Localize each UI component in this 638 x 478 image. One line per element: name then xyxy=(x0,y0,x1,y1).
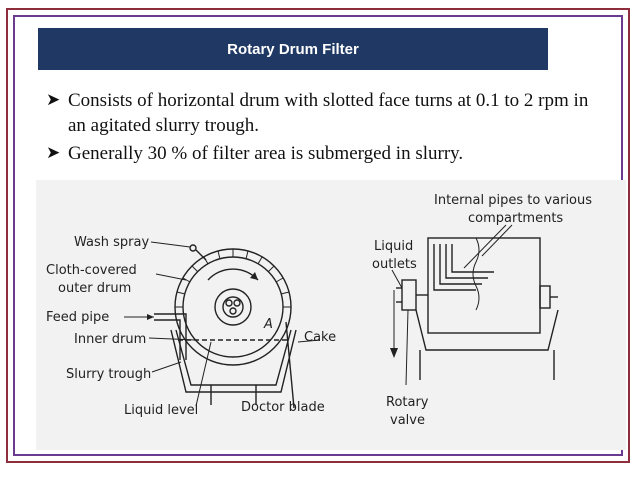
cross-section-diagram xyxy=(124,241,321,409)
label-wash-spray: Wash spray xyxy=(74,235,149,250)
slurry-trough-outer xyxy=(170,329,297,393)
slide-title-bar: Rotary Drum Filter xyxy=(38,28,548,70)
drum-body-shape xyxy=(427,237,541,334)
label-outlets: outlets xyxy=(372,257,417,272)
label-rotary: Rotary xyxy=(386,395,429,410)
bullet-item: ➤ Consists of horizontal drum with slott… xyxy=(46,88,606,138)
trough-base-shape xyxy=(415,309,559,351)
arrow-bullet-icon: ➤ xyxy=(46,143,61,163)
rotary-valve-shape xyxy=(401,279,417,311)
slide-outer-border xyxy=(6,8,630,463)
drum-filter-figure: Wash spray Cloth-covered outer drum Feed… xyxy=(36,180,626,450)
label-valve: valve xyxy=(390,413,425,428)
label-compartments: compartments xyxy=(468,211,563,226)
label-inner-drum: Inner drum xyxy=(74,332,146,347)
label-cake: Cake xyxy=(304,330,336,345)
slurry-trough-shape xyxy=(175,329,292,386)
drum-filter-diagram: Wash spray Cloth-covered outer drum Feed… xyxy=(46,193,592,428)
slide-title: Rotary Drum Filter xyxy=(227,40,359,58)
bullet-item: ➤ Generally 30 % of filter area is subme… xyxy=(46,141,606,166)
inner-drum-hub xyxy=(214,288,252,326)
label-point-a: A xyxy=(263,317,273,332)
doctor-blade-shape xyxy=(285,321,295,409)
label-internal-pipes: Internal pipes to various xyxy=(434,193,592,208)
bullet-text: Consists of horizontal drum with slotted… xyxy=(68,90,589,136)
drum-slots xyxy=(175,249,291,308)
rotation-arrow xyxy=(207,268,259,281)
internal-pipe xyxy=(433,244,476,291)
arrow-bullet-icon: ➤ xyxy=(46,90,61,110)
rotation-arrow-head-icon xyxy=(250,272,258,280)
bullet-list: ➤ Consists of horizontal drum with slott… xyxy=(46,88,606,169)
label-cloth-covered: Cloth-covered xyxy=(46,263,137,278)
feed-pipe-shape xyxy=(154,313,187,360)
label-doctor-blade: Doctor blade xyxy=(241,400,325,415)
label-outer-drum: outer drum xyxy=(58,281,131,296)
wash-spray-nozzle-icon xyxy=(189,244,197,252)
outlet-arrow-icon xyxy=(390,348,398,358)
label-feed-pipe: Feed pipe xyxy=(46,310,109,325)
label-liquid: Liquid xyxy=(374,239,413,254)
feed-arrow-icon xyxy=(147,314,154,320)
shaft-circle xyxy=(222,296,244,318)
side-view-diagram xyxy=(390,224,559,386)
label-slurry-trough: Slurry trough xyxy=(66,367,151,382)
label-liquid-level: Liquid level xyxy=(124,403,198,418)
bullet-text: Generally 30 % of filter area is submerg… xyxy=(68,143,464,164)
